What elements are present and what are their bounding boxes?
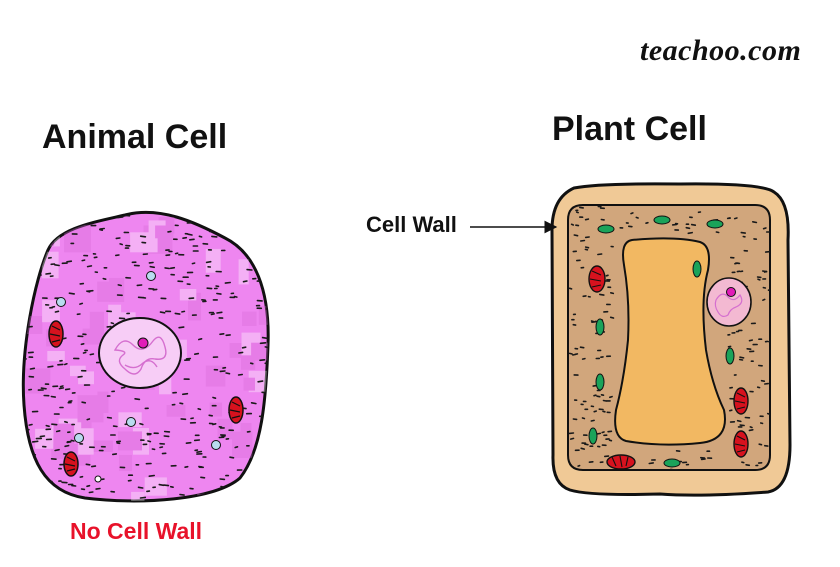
plant-chloroplasts: [588, 215, 735, 468]
chloroplast: [725, 347, 735, 365]
chloroplast: [595, 318, 605, 336]
mitochondrion: [63, 451, 79, 477]
chloroplast: [663, 458, 681, 468]
plant-nucleus: [706, 277, 752, 327]
cell-wall-label: Cell Wall: [366, 212, 457, 237]
vesicle: [74, 433, 84, 443]
chloroplast: [692, 260, 702, 278]
vesicle: [56, 297, 66, 307]
chloroplast: [653, 215, 671, 225]
chloroplast: [706, 219, 724, 229]
chloroplast: [588, 427, 598, 445]
no-cell-wall-caption: No Cell Wall: [70, 518, 203, 544]
animal-vesicles: [56, 271, 221, 483]
vesicle: [126, 417, 136, 427]
animal-nucleus: [98, 317, 182, 389]
vesicle: [146, 271, 156, 281]
vesicle: [211, 440, 221, 450]
plant-cell: [550, 182, 792, 497]
plant-vacuole: [614, 237, 726, 446]
chloroplast: [597, 224, 615, 234]
animal-cell: [21, 210, 270, 503]
chloroplast: [595, 373, 605, 391]
plant-nucleolus: [726, 287, 736, 297]
animal-nucleolus: [137, 337, 149, 349]
vesicle: [94, 475, 102, 483]
brand-logo-text: teachoo.com: [640, 34, 802, 67]
animal-cell-title: Animal Cell: [42, 118, 228, 156]
plant-cell-title: Plant Cell: [552, 110, 707, 148]
